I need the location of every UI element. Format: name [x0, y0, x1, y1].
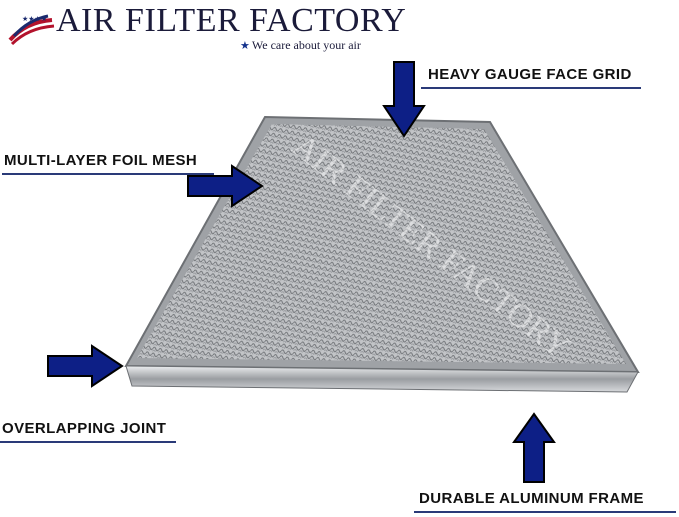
arrow-up-icon [512, 412, 556, 483]
callout-frame: DURABLE ALUMINUM FRAME [419, 490, 644, 507]
callout-underline [2, 173, 214, 175]
callout-underline [0, 441, 176, 443]
svg-text:★★★★: ★★★★ [22, 15, 47, 23]
brand-tagline: ★We care about your air [240, 38, 361, 52]
callout-underline [414, 511, 676, 513]
frame-front-edge [125, 365, 639, 393]
star-icon: ★ [240, 40, 250, 52]
brand-name: AIR FILTER FACTORY [56, 2, 407, 39]
brand-header: ★★★★ AIR FILTER FACTORY ★We care about y… [8, 0, 406, 56]
callout-face-grid: HEAVY GAUGE FACE GRID [428, 66, 632, 83]
arrow-down-icon [382, 61, 426, 138]
arrow-right-icon [47, 344, 124, 388]
callout-joint: OVERLAPPING JOINT [2, 420, 167, 437]
callout-foil-mesh: MULTI-LAYER FOIL MESH [4, 152, 198, 169]
callout-underline [421, 87, 641, 89]
arrow-right-icon [187, 164, 264, 208]
flag-swoosh-logo: ★★★★ [8, 14, 55, 46]
